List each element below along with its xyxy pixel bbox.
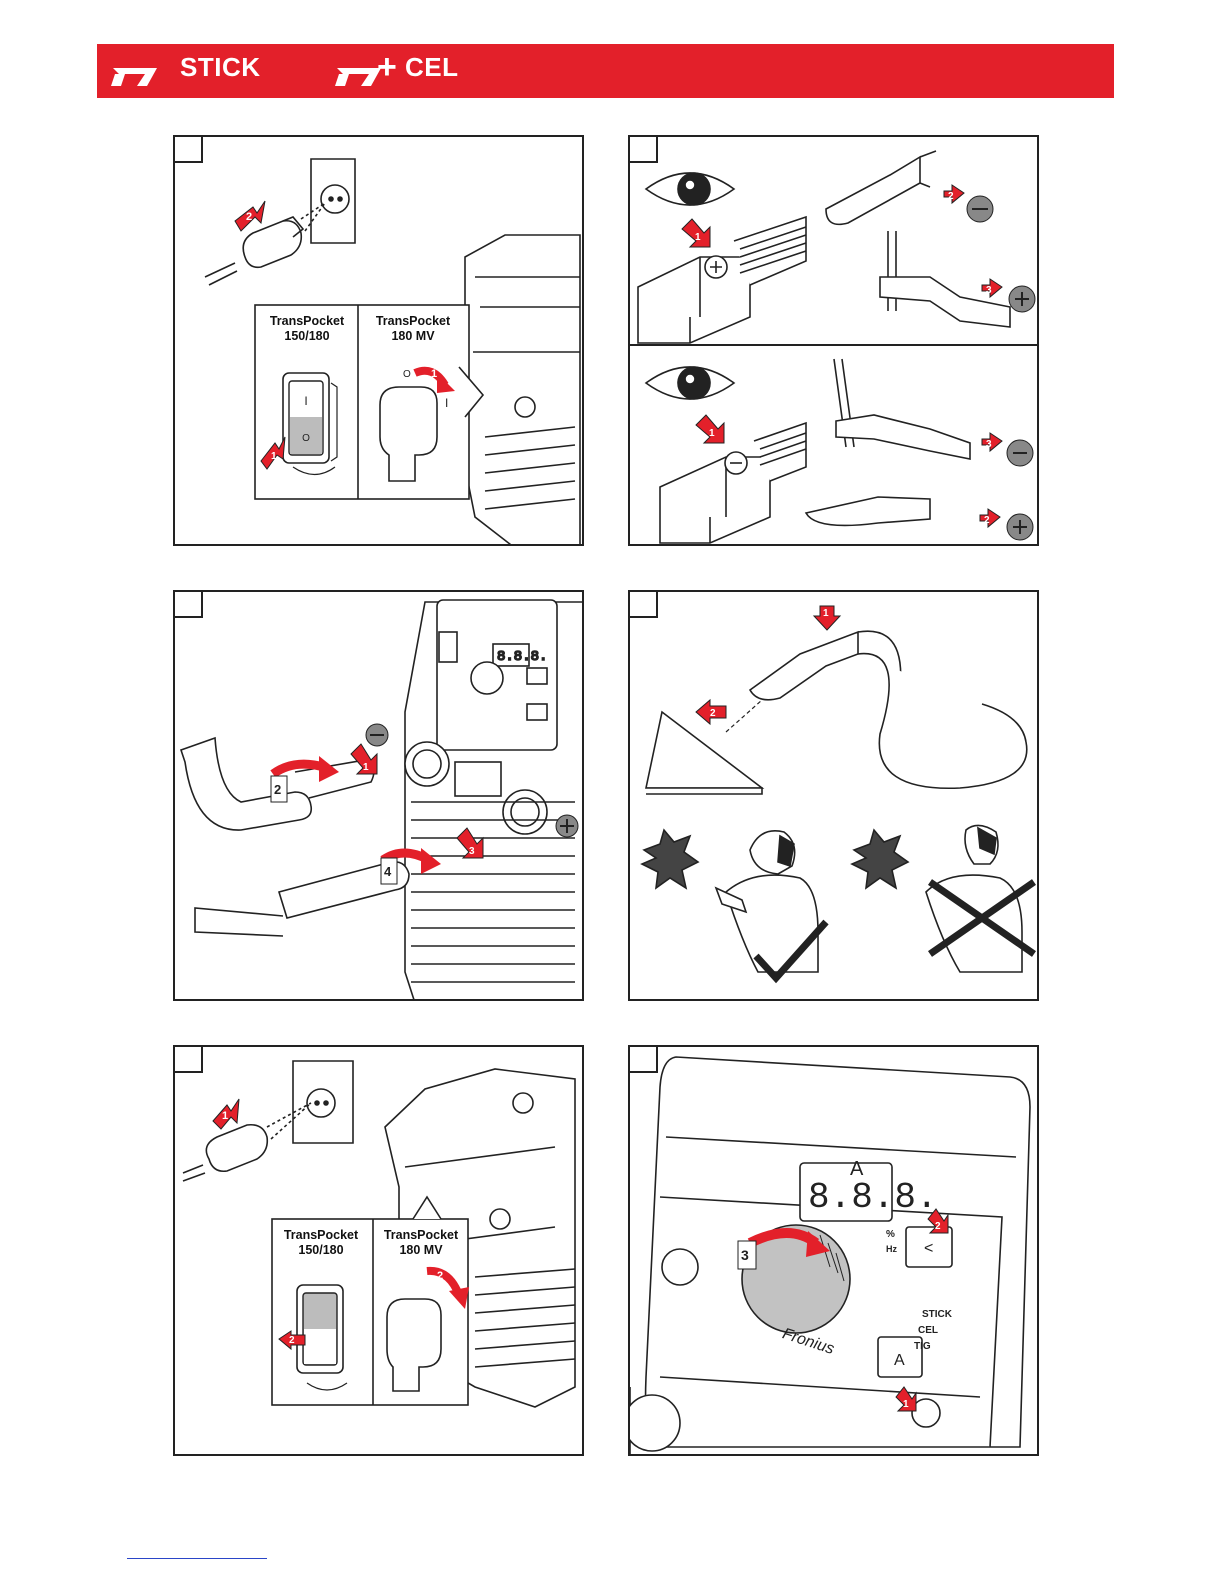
svg-text:3: 3 [986,285,992,296]
svg-text:1: 1 [271,451,277,462]
header-bar: STICK + CEL [97,44,1114,98]
eye-icon [646,173,734,205]
svg-text:3: 3 [986,439,992,450]
svg-text:2: 2 [710,708,716,719]
svg-text:1: 1 [363,762,369,773]
step-panel-6: 8.8.8. % Hz A < A 3 STICK CEL TIG Froniu… [628,1045,1039,1456]
mode-stick-label: STICK [180,52,261,83]
svg-text:2: 2 [984,515,990,526]
svg-text:%: % [886,1229,895,1240]
switch-on-illustration: 1 TransPocket 150/180 TransPocket 180 MV… [175,1047,584,1456]
panel-corner-marker [175,592,203,618]
svg-text:CEL: CEL [918,1325,938,1336]
svg-text:O: O [302,433,310,444]
svg-text:Hz: Hz [886,1244,897,1254]
svg-text:3: 3 [741,1247,749,1263]
svg-text:8.8.8.: 8.8.8. [497,649,547,665]
panel-corner-marker [175,137,203,163]
svg-text:150/180: 150/180 [298,1243,343,1257]
svg-text:4: 4 [384,864,392,879]
svg-text:1: 1 [695,232,701,243]
panel-corner-marker [630,1047,658,1073]
step-panel-1: 2 TransPocket 150/180 TransPocket 180 MV… [173,135,584,546]
plug-in-illustration: 2 TransPocket 150/180 TransPocket 180 MV… [175,137,584,546]
connect-cables-illustration: 8.8.8. 2 1 [175,592,584,1001]
step-badge-top-1: 1 [682,219,710,247]
polarity-illustration: 1 2 3 [630,137,1039,546]
control-panel-illustration: 8.8.8. % Hz A < A 3 STICK CEL TIG Froniu… [630,1047,1039,1456]
svg-text:TIG: TIG [914,1341,931,1352]
mode-cel-label: CEL [405,52,459,83]
step-badge-plug: 2 [235,201,265,231]
svg-text:2: 2 [274,782,281,797]
step-panel-3: 8.8.8. 2 1 [173,590,584,1001]
svg-text:2: 2 [289,1335,295,1346]
svg-text:1: 1 [431,368,437,380]
display-readout: 8.8.8. [808,1177,938,1218]
svg-text:<: < [924,1240,933,1257]
svg-text:TransPocket: TransPocket [384,1228,459,1242]
svg-text:TransPocket: TransPocket [284,1228,359,1242]
svg-text:3: 3 [469,846,475,857]
svg-text:180 MV: 180 MV [391,329,435,343]
panel-corner-marker [630,137,658,163]
footer-link-underline [127,1558,267,1559]
svg-text:2: 2 [935,1221,941,1232]
eye-icon [646,367,734,399]
svg-text:TransPocket: TransPocket [376,314,451,328]
svg-text:2: 2 [246,211,252,223]
panel-corner-marker [630,592,658,618]
svg-text:1: 1 [709,428,715,439]
svg-text:1: 1 [903,1399,909,1410]
step-panel-4: 1 2 [628,590,1039,1001]
ground-clamp-illustration: 1 2 [630,592,1039,1001]
step-panel-2: 1 2 3 [628,135,1039,546]
welder-with-helmet-figure [642,830,818,972]
svg-text:1: 1 [222,1110,228,1122]
cel-mode-icon [335,54,389,88]
svg-text:2: 2 [437,1270,443,1282]
svg-text:I: I [304,394,307,408]
svg-text:2: 2 [948,191,954,202]
stick-mode-icon [111,54,165,88]
panel-corner-marker [175,1047,203,1073]
svg-text:A: A [850,1158,864,1180]
step-panel-5: 1 TransPocket 150/180 TransPocket 180 MV… [173,1045,584,1456]
svg-text:TransPocket: TransPocket [270,314,345,328]
svg-text:STICK: STICK [922,1309,953,1320]
svg-text:180 MV: 180 MV [399,1243,443,1257]
svg-text:150/180: 150/180 [284,329,329,343]
svg-text:A: A [894,1352,905,1369]
svg-text:I: I [445,396,448,410]
svg-text:1: 1 [823,608,829,619]
svg-text:O: O [403,369,411,380]
